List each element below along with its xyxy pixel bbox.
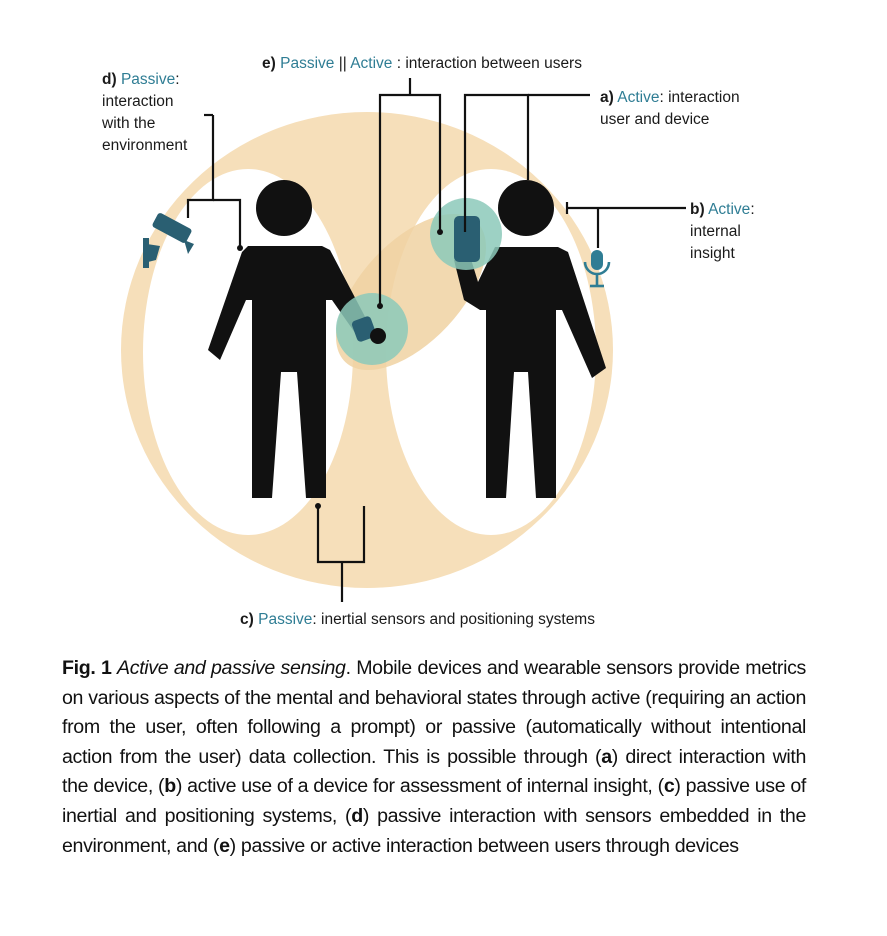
- caption-text: ) passive use of inertial and positionin…: [62, 775, 807, 827]
- person-left: [208, 180, 372, 498]
- svg-text:d) Passive:: d) Passive:: [102, 71, 180, 88]
- svg-text:environment: environment: [102, 137, 188, 154]
- svg-text:user and device: user and device: [600, 111, 709, 128]
- svg-text:insight: insight: [690, 245, 735, 262]
- sensing-diagram: e) Passive || Active : interaction betwe…: [101, 55, 755, 628]
- caption-ref-b: b: [164, 775, 176, 798]
- caption-text: ) direct interaction with the device, (: [62, 745, 807, 798]
- caption-fig-label: Fig. 1: [62, 657, 112, 679]
- svg-text:interaction: interaction: [102, 93, 174, 110]
- microphone-icon: [583, 250, 611, 288]
- label-e: e) Passive || Active : interaction betwe…: [262, 55, 582, 72]
- label-c: c) Passive: inertial sensors and positio…: [240, 611, 595, 628]
- person-right: [454, 180, 606, 498]
- caption-text: ) passive or active interaction between …: [229, 834, 739, 857]
- connector-lines: [186, 78, 686, 602]
- caption-ref-e: e: [219, 834, 230, 857]
- svg-text:b) Active:: b) Active:: [690, 201, 755, 218]
- caption-title: Active and passive sensing: [117, 657, 346, 679]
- left-hand: [370, 328, 386, 344]
- smartphone-icon: [454, 216, 480, 262]
- label-b: b) Active: internal insight: [690, 201, 755, 262]
- figure-caption: Fig. 1 Active and passive sensing. Mobil…: [62, 654, 806, 861]
- caption-ref-d: d: [351, 804, 363, 827]
- caption-ref-a: a: [601, 745, 612, 768]
- svg-text:internal: internal: [690, 223, 741, 240]
- svg-text:a) Active: interaction: a) Active: interaction: [600, 89, 740, 106]
- caption-text: . Mobile devices and wearable sensors pr…: [62, 657, 807, 768]
- caption-text: ) active use of a device for assessment …: [175, 775, 664, 798]
- label-d: d) Passive: interaction with the environ…: [101, 71, 188, 154]
- svg-text:with the: with the: [101, 115, 155, 132]
- label-a: a) Active: interaction user and device: [600, 89, 740, 128]
- security-camera-icon: [143, 213, 194, 268]
- smartwatch-icon: [351, 316, 377, 342]
- caption-text: ) passive interaction with sensors embed…: [62, 804, 806, 857]
- caption-ref-c: c: [663, 775, 675, 798]
